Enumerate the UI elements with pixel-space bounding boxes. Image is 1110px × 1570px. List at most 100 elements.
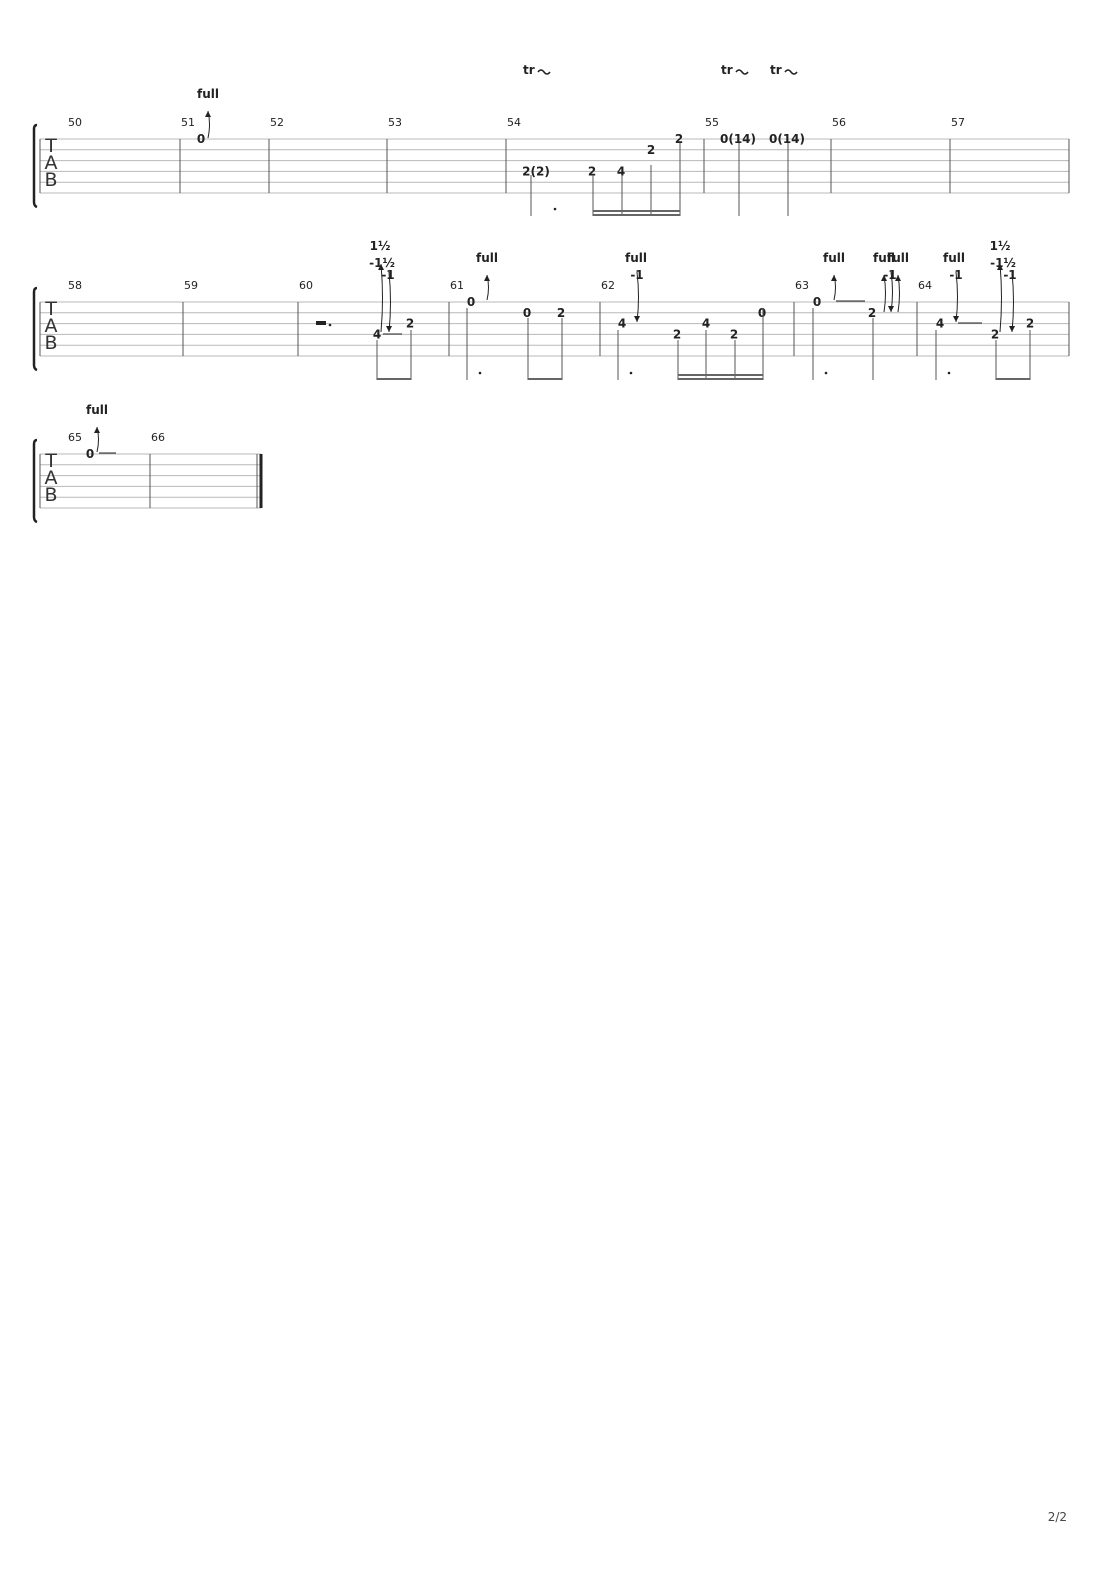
fret-number: 2 [588, 164, 596, 178]
trill-mark: tr [770, 63, 782, 77]
measure-number: 56 [832, 116, 846, 129]
measure-number: 58 [68, 279, 82, 292]
note-beam [377, 378, 411, 380]
measure-number: 65 [68, 431, 82, 444]
fret-number: 2 [673, 327, 681, 341]
measure-number: 51 [181, 116, 195, 129]
rhythm-dot [553, 207, 557, 211]
fret-number: 0 [813, 295, 821, 309]
trill-wave [784, 69, 798, 75]
bend-arrowhead [953, 316, 959, 322]
bend-arrowhead [895, 275, 901, 281]
fret-number: 0 [197, 132, 205, 146]
note-beam [678, 378, 763, 380]
fret-number: 2 [557, 306, 565, 320]
bend-annotation: -1 [381, 268, 394, 282]
bend-arrowhead [386, 326, 392, 332]
measure-number: 54 [507, 116, 521, 129]
tab-clef-letter: B [44, 484, 57, 506]
tab-clef-letter: A [45, 315, 58, 337]
fret-number: 2 [1026, 317, 1034, 331]
bend-annotation: full [823, 251, 845, 265]
trill-mark: tr [721, 63, 733, 77]
system-bracket [32, 438, 38, 524]
system-bracket [32, 123, 38, 209]
bend-annotation: -1½ [369, 256, 395, 270]
trill-wave [735, 69, 749, 75]
measure-number: 61 [450, 279, 464, 292]
fret-number: 4 [617, 164, 625, 178]
measure-number: 59 [184, 279, 198, 292]
tab-clef-letter: B [44, 332, 57, 354]
bend-annotation: full [943, 251, 965, 265]
measure-number: 64 [918, 279, 932, 292]
bend-annotation: full [873, 251, 895, 265]
measure-number: 66 [151, 431, 165, 444]
fret-number: 4 [936, 317, 944, 331]
bend-arrowhead [1009, 326, 1015, 332]
fret-number: 2 [647, 143, 655, 157]
bend-annotation: full [197, 87, 219, 101]
page-number: 2/2 [1047, 1510, 1067, 1524]
measure-number: 57 [951, 116, 965, 129]
measure-number: 52 [270, 116, 284, 129]
trill-mark: tr [523, 63, 535, 77]
bend-annotation: full [887, 251, 909, 265]
system-2: TAB 58 59 60 61 62 63 64 [32, 279, 1070, 372]
fret-number: 2 [868, 306, 876, 320]
system-bracket [32, 286, 38, 372]
note-beam [528, 378, 562, 380]
fret-number: 0 [467, 295, 475, 309]
bend-arrowhead [94, 427, 100, 433]
measure-number: 53 [388, 116, 402, 129]
tab-clef-letter: T [44, 450, 57, 472]
rhythm-dot [824, 371, 828, 375]
fret-number: 2 [991, 327, 999, 341]
bend-curve [999, 263, 1002, 333]
tab-clef-letter: T [44, 298, 57, 320]
bend-annotation: full [86, 403, 108, 417]
rhythm-dot [629, 371, 633, 375]
fret-number: 4 [618, 317, 626, 331]
bend-arrowhead [378, 264, 384, 270]
measure-number: 50 [68, 116, 82, 129]
bend-curve [380, 263, 383, 333]
rhythm-dot [478, 371, 482, 375]
bend-annotation: full [625, 251, 647, 265]
bend-arrowhead [205, 111, 211, 117]
tab-clef-letter: A [45, 467, 58, 489]
bend-annotation: full [476, 251, 498, 265]
tab-clef-letter: A [45, 152, 58, 174]
bend-arrowhead [997, 264, 1003, 270]
tab-clef-letter: B [44, 169, 57, 191]
bend-annotation: 1½ [990, 239, 1011, 253]
rhythm-dot [328, 323, 332, 327]
fret-number: 4 [373, 327, 381, 341]
bend-arrowhead [634, 316, 640, 322]
system-1: TAB 50 51 52 53 54 55 56 57 [32, 116, 1070, 209]
system-3: TAB 65 66 [32, 431, 263, 524]
fret-number: 4 [702, 317, 710, 331]
note-beam [593, 214, 680, 216]
bend-arrowhead [881, 275, 887, 281]
tab-clef-letter: T [44, 135, 57, 157]
rhythm-dot [947, 371, 951, 375]
bend-arrowhead [888, 306, 894, 312]
rest-symbol [316, 321, 326, 325]
fret-number: 2 [675, 132, 683, 146]
measure-number: 60 [299, 279, 313, 292]
bend-arrowhead [831, 275, 837, 281]
measure-number: 62 [601, 279, 615, 292]
fret-number: 2 [406, 317, 414, 331]
bend-annotation: -1½ [990, 256, 1016, 270]
bend-annotation: 1½ [370, 239, 391, 253]
fret-number: 2 [730, 327, 738, 341]
note-beam [996, 378, 1030, 380]
measure-number: 63 [795, 279, 809, 292]
fret-number: 0(14) [720, 132, 756, 146]
trill-wave [537, 69, 551, 75]
note-beam [593, 210, 680, 212]
bend-annotation: -1 [1003, 268, 1016, 282]
measure-number: 55 [705, 116, 719, 129]
